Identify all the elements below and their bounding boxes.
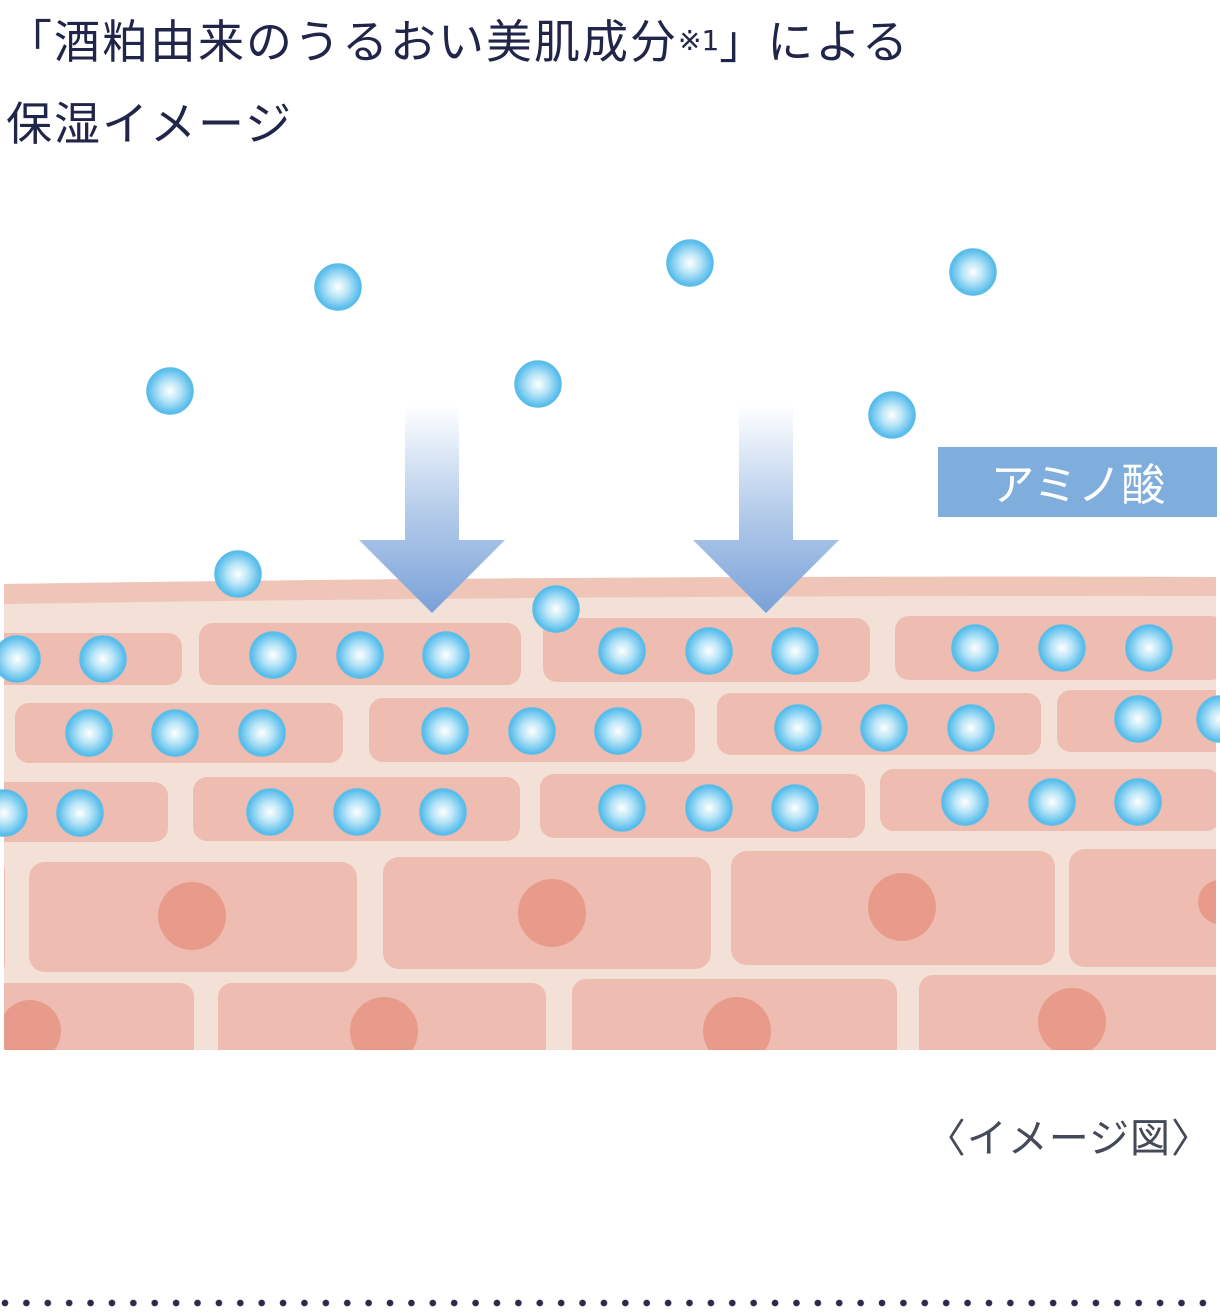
page-title: 「酒粕由来のうるおい美肌成分※1」による 保湿イメージ [6,0,1206,165]
amino-acid-droplet [422,631,470,679]
amino-acid-droplet [249,631,297,679]
amino-acid-droplet [598,784,646,832]
label-box [938,447,1217,517]
down-arrow [693,405,839,613]
title-main-text: 「酒粕由来のうるおい美肌成分 [6,15,678,69]
amino-acid-droplet [947,704,995,752]
cell-nucleus [518,879,586,947]
amino-acid-droplet [1114,778,1162,826]
down-arrow [359,405,505,613]
amino-acid-droplet [508,707,556,755]
amino-acid-label: アミノ酸 [938,447,1217,517]
amino-acid-droplet [65,709,113,757]
skin-cell [1069,849,1216,967]
amino-acid-droplet [771,784,819,832]
amino-acid-droplet [79,635,127,683]
cell-nucleus [703,997,771,1050]
amino-acid-droplet [214,550,262,598]
amino-acid-droplet [532,585,580,633]
title-line-2: 保湿イメージ [6,97,294,151]
amino-acid-droplet [685,627,733,675]
skin-surface-layer [4,576,1216,604]
amino-acid-droplet [771,627,819,675]
amino-acid-droplets [0,239,1220,837]
title-line-1: 「酒粕由来のうるおい美肌成分※1」による [6,0,1206,83]
amino-acid-droplet [56,789,104,837]
amino-acid-droplet [246,788,294,836]
amino-acid-droplet [1196,695,1220,743]
amino-acid-droplet [860,704,908,752]
label-text: アミノ酸 [990,460,1165,511]
amino-acid-droplet [685,784,733,832]
amino-acid-droplet [314,263,362,311]
dotted-divider [0,1298,1220,1308]
amino-acid-droplet [1028,778,1076,826]
title-end-text: 」による [719,15,910,69]
amino-acid-droplet [666,239,714,287]
amino-acid-droplet [0,635,41,683]
amino-acid-droplet [951,624,999,672]
cell-nucleus [158,882,226,950]
amino-acid-droplet [419,788,467,836]
amino-acid-droplet [333,788,381,836]
amino-acid-droplet [0,789,28,837]
cell-nucleus [4,1000,61,1050]
amino-acid-droplet [594,707,642,755]
amino-acid-droplet [1114,695,1162,743]
amino-acid-droplet [868,391,916,439]
image-caption: 〈イメージ図〉 [925,1116,1212,1162]
amino-acid-droplet [941,778,989,826]
amino-acid-droplet [146,367,194,415]
amino-acid-droplet [421,707,469,755]
amino-acid-droplet [238,709,286,757]
amino-acid-droplet [151,709,199,757]
cell-nucleus [1198,880,1216,924]
moisturizing-diagram: アミノ酸 [0,239,1220,1050]
amino-acid-droplet [336,631,384,679]
absorption-arrows [359,405,839,613]
amino-acid-droplet [598,627,646,675]
amino-acid-droplet [949,248,997,296]
cell-nuclei [4,873,1216,1050]
cell-nucleus [1038,988,1106,1050]
amino-acid-droplet [514,360,562,408]
footnote-marker: ※1 [678,24,720,57]
amino-acid-droplet [1038,624,1086,672]
cell-nucleus [868,873,936,941]
amino-acid-droplet [774,704,822,752]
cell-nucleus [350,997,418,1050]
amino-acid-droplet [1125,624,1173,672]
skin-cell [4,866,5,968]
